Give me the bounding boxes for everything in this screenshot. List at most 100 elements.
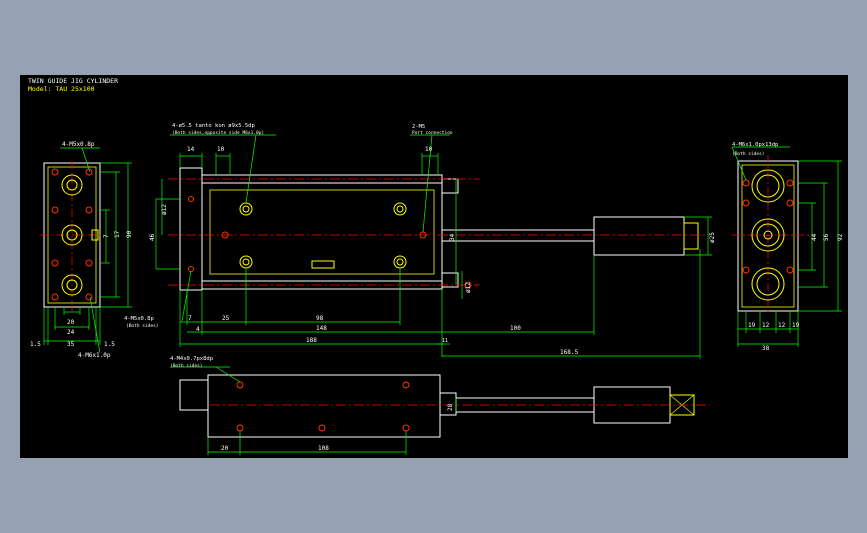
dim-left-7: 7 bbox=[103, 234, 110, 238]
dim-left-17: 17 bbox=[114, 230, 121, 238]
left-tap bbox=[51, 259, 59, 267]
counterbore-hole bbox=[393, 255, 407, 269]
end-plate-tap bbox=[188, 196, 194, 202]
dim-right-19b: 19 bbox=[792, 322, 800, 329]
port-callout: 2-M5 bbox=[412, 124, 425, 130]
left-tap-callout: 4-M5x0.8p bbox=[62, 141, 95, 148]
dim-11: 11 bbox=[442, 338, 448, 344]
dim-25: 25 bbox=[222, 315, 230, 322]
right-tap bbox=[742, 179, 750, 187]
right-tap-note: (Both sides) bbox=[732, 151, 765, 157]
bottom-tap bbox=[318, 424, 326, 432]
dim-bottom-108: 108 bbox=[318, 445, 329, 452]
left-bore-top-inner bbox=[66, 179, 78, 191]
bottom-tap bbox=[236, 424, 244, 432]
left-thread-callout: 4-M6x1.0p bbox=[78, 352, 111, 359]
right-tap bbox=[742, 266, 750, 274]
dim-right-44: 44 bbox=[811, 233, 818, 241]
dim-4: 4 bbox=[196, 326, 200, 333]
dim-right-38: 38 bbox=[762, 345, 770, 352]
drawing-title: TWIN GUIDE JIG CYLINDER bbox=[28, 77, 118, 85]
right-tap bbox=[786, 199, 794, 207]
drawing-canvas[interactable]: TWIN GUIDE JIG CYLINDER Model: TAU 25x10… bbox=[20, 75, 848, 458]
dim-left-20: 20 bbox=[67, 319, 75, 326]
bottom-view: 4-M4x0.7px8dp (Both sides) 20 108 28 bbox=[170, 356, 710, 455]
name-plate bbox=[311, 260, 335, 269]
left-tap bbox=[51, 293, 59, 301]
rod-end-top bbox=[441, 178, 459, 194]
dim-phi25: ø25 bbox=[709, 232, 716, 243]
left-bore-bottom bbox=[61, 274, 83, 296]
dim-148: 148 bbox=[316, 325, 327, 332]
left-tap bbox=[85, 259, 93, 267]
dim-right-12b: 12 bbox=[778, 322, 786, 329]
dim-right-56: 56 bbox=[823, 233, 830, 241]
rod-end-block bbox=[593, 216, 685, 256]
left-bore-mid-inner bbox=[66, 229, 78, 241]
rod-thread-callout: 4-M5x0.8p bbox=[124, 316, 154, 322]
left-bore-bottom-inner bbox=[66, 279, 78, 291]
left-tap bbox=[85, 293, 93, 301]
dim-right-12a: 12 bbox=[762, 322, 770, 329]
dim-left-24: 24 bbox=[67, 329, 75, 336]
left-dimensions bbox=[43, 147, 132, 354]
bottom-thread-note: (Both sides) bbox=[170, 363, 203, 369]
drawing-model: Model: TAU 25x100 bbox=[28, 85, 95, 93]
right-bore-top bbox=[751, 169, 785, 203]
dim-bottom-28: 28 bbox=[447, 403, 454, 411]
dim-left-90: 90 bbox=[126, 230, 133, 238]
bottom-dimensions bbox=[170, 366, 457, 455]
counterbore-hole bbox=[239, 255, 253, 269]
dim-98: 98 bbox=[316, 315, 324, 322]
dim-10a: 10 bbox=[217, 146, 225, 153]
cad-drawing: TWIN GUIDE JIG CYLINDER Model: TAU 25x10… bbox=[28, 77, 844, 455]
main-dimensions bbox=[155, 134, 712, 359]
counterbore-inner bbox=[242, 205, 250, 213]
dim-14: 14 bbox=[187, 146, 195, 153]
bottom-tap bbox=[236, 381, 244, 389]
bottom-tap bbox=[402, 381, 410, 389]
bottom-thread-callout: 4-M4x0.7px8dp bbox=[170, 356, 213, 362]
cylinder-body bbox=[201, 182, 443, 282]
dim-10b: 10 bbox=[425, 146, 433, 153]
rod-end-nut bbox=[683, 222, 699, 250]
dim-left-35: 35 bbox=[67, 341, 75, 348]
right-tap bbox=[786, 266, 794, 274]
rod-end-tap bbox=[464, 281, 472, 289]
left-end-view: 4-M5x0.8p 4-M6x1.0p 90 17 7 20 24 35 1.5… bbox=[30, 141, 133, 359]
dim-left-1-5a: 1.5 bbox=[30, 341, 41, 348]
dim-left-1-5b: 1.5 bbox=[104, 341, 115, 348]
right-tap-callout: 4-M6x1.0px13dp bbox=[732, 142, 778, 148]
left-tap bbox=[51, 168, 59, 176]
dim-phi12-left: ø12 bbox=[161, 204, 168, 215]
dim-100: 100 bbox=[510, 325, 521, 332]
dim-46: 46 bbox=[149, 233, 156, 241]
dim-right-92: 92 bbox=[837, 233, 844, 241]
dim-phi12-right: ø12 bbox=[465, 282, 472, 293]
right-dimensions bbox=[731, 146, 842, 347]
counterbore-callout: 4-ø5.5 tanto kon ø9x5.5dp bbox=[172, 123, 255, 129]
port-hole bbox=[221, 231, 229, 239]
port-note: Port connection bbox=[412, 130, 453, 136]
dim-188: 188 bbox=[306, 337, 317, 344]
dim-168-5: 168.5 bbox=[560, 349, 578, 356]
left-tap bbox=[51, 206, 59, 214]
end-plate-tap bbox=[188, 266, 194, 272]
right-bore-mid-core bbox=[763, 230, 773, 240]
counterbore-inner bbox=[396, 258, 404, 266]
dim-right-19a: 19 bbox=[748, 322, 756, 329]
right-bore-mid bbox=[751, 218, 785, 252]
left-bore-mid bbox=[61, 224, 83, 246]
bottom-tap bbox=[402, 424, 410, 432]
right-bore-top-inner bbox=[756, 174, 780, 198]
rod-thread-note: (Both sides) bbox=[126, 323, 159, 329]
counterbore-hole bbox=[393, 202, 407, 216]
cylinder-inner bbox=[209, 189, 435, 275]
right-bore-bottom-inner bbox=[756, 272, 780, 296]
main-side-view: 4-ø5.5 tanto kon ø9x5.5dp (Both sides,op… bbox=[124, 123, 716, 359]
left-bore-top bbox=[61, 174, 83, 196]
rod-end-bottom bbox=[441, 272, 459, 288]
dim-7: 7 bbox=[188, 315, 192, 322]
right-bore-bottom bbox=[751, 267, 785, 301]
